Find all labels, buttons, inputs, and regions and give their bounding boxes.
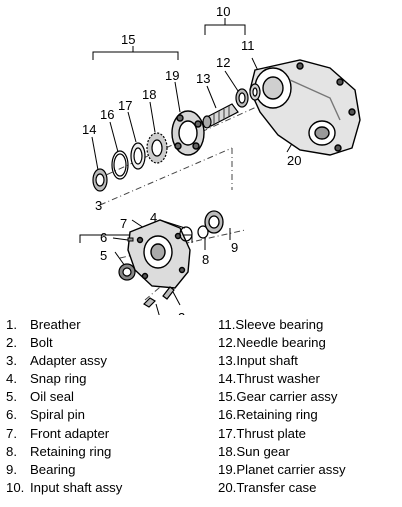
- callout-2: 2: [178, 310, 185, 315]
- legend-item: 17.Thrust plate: [218, 425, 306, 441]
- callout-12: 12: [216, 55, 230, 70]
- oil-seal-part: [118, 263, 136, 281]
- callout-5: 5: [100, 248, 107, 263]
- planet-carrier-part: [171, 110, 205, 156]
- spiral-pin-part: [127, 237, 134, 242]
- legend-item: 12.Needle bearing: [218, 335, 326, 351]
- callout-20: 20: [287, 153, 301, 168]
- sun-gear-part: [146, 132, 168, 164]
- callout-8: 8: [202, 252, 209, 267]
- legend-item: 6.Spiral pin: [6, 407, 85, 423]
- front-adapter-part: [127, 219, 191, 289]
- legend-item: 19.Planet carrier assy: [218, 461, 346, 477]
- retaining-ring-part-16: [111, 150, 129, 180]
- callout-4: 4: [150, 210, 157, 225]
- legend-item: 15.Gear carrier assy: [218, 389, 338, 405]
- legend-item: 9.Bearing: [6, 461, 76, 477]
- callout-17: 17: [118, 98, 132, 113]
- legend-item: 8.Retaining ring: [6, 443, 112, 459]
- input-shaft-part: [202, 103, 239, 129]
- legend-item: 2.Bolt: [6, 335, 53, 351]
- callout-18: 18: [142, 87, 156, 102]
- callout-14: 14: [82, 122, 96, 137]
- thrust-plate-part: [130, 142, 146, 170]
- snap-ring-part: [179, 226, 193, 242]
- exploded-view-diagram: 10 11 12 13 15 19 18 17 16 14 20 3 7 4 6…: [79, 4, 361, 315]
- legend-item: 5.Oil seal: [6, 389, 74, 405]
- bolt-part: [162, 286, 175, 300]
- legend-item: 3.Adapter assy: [6, 353, 107, 369]
- legend-item: 1.Breather: [6, 317, 81, 332]
- thrust-washer-part: [92, 168, 108, 192]
- legend-item: 4.Snap ring: [6, 371, 87, 387]
- callout-7: 7: [120, 216, 127, 231]
- legend-item: 13.Input shaft: [218, 353, 298, 369]
- transfer-case-part: [249, 59, 361, 156]
- callout-11: 11: [241, 38, 255, 53]
- legend-right-column: 11.Sleeve bearing 12.Needle bearing 13.I…: [218, 316, 346, 497]
- legend-item: 16.Retaining ring: [218, 407, 318, 423]
- legend-item: 20.Transfer case: [218, 479, 317, 495]
- legend-item: 18.Sun gear: [218, 443, 290, 459]
- callout-16: 16: [100, 107, 114, 122]
- needle-bearing-part: [235, 88, 249, 108]
- sleeve-bearing-part: [249, 83, 261, 101]
- callout-10: 10: [216, 4, 230, 19]
- callout-13: 13: [196, 71, 210, 86]
- callout-9: 9: [231, 240, 238, 255]
- callout-3: 3: [95, 198, 102, 213]
- legend-item: 10.Input shaft assy: [6, 479, 123, 495]
- legend-left-column: 1.Breather 2.Bolt 3.Adapter assy 4.Snap …: [6, 316, 122, 497]
- legend-item: 7.Front adapter: [6, 425, 110, 441]
- bearing-part: [204, 210, 224, 234]
- callout-19: 19: [165, 68, 179, 83]
- legend-item: 14.Thrust washer: [218, 371, 320, 387]
- callout-15: 15: [121, 32, 135, 47]
- legend-item: 11.Sleeve bearing: [218, 317, 324, 332]
- callout-6: 6: [100, 230, 107, 245]
- breather-part: [143, 297, 156, 308]
- retaining-ring-part-8: [197, 225, 209, 239]
